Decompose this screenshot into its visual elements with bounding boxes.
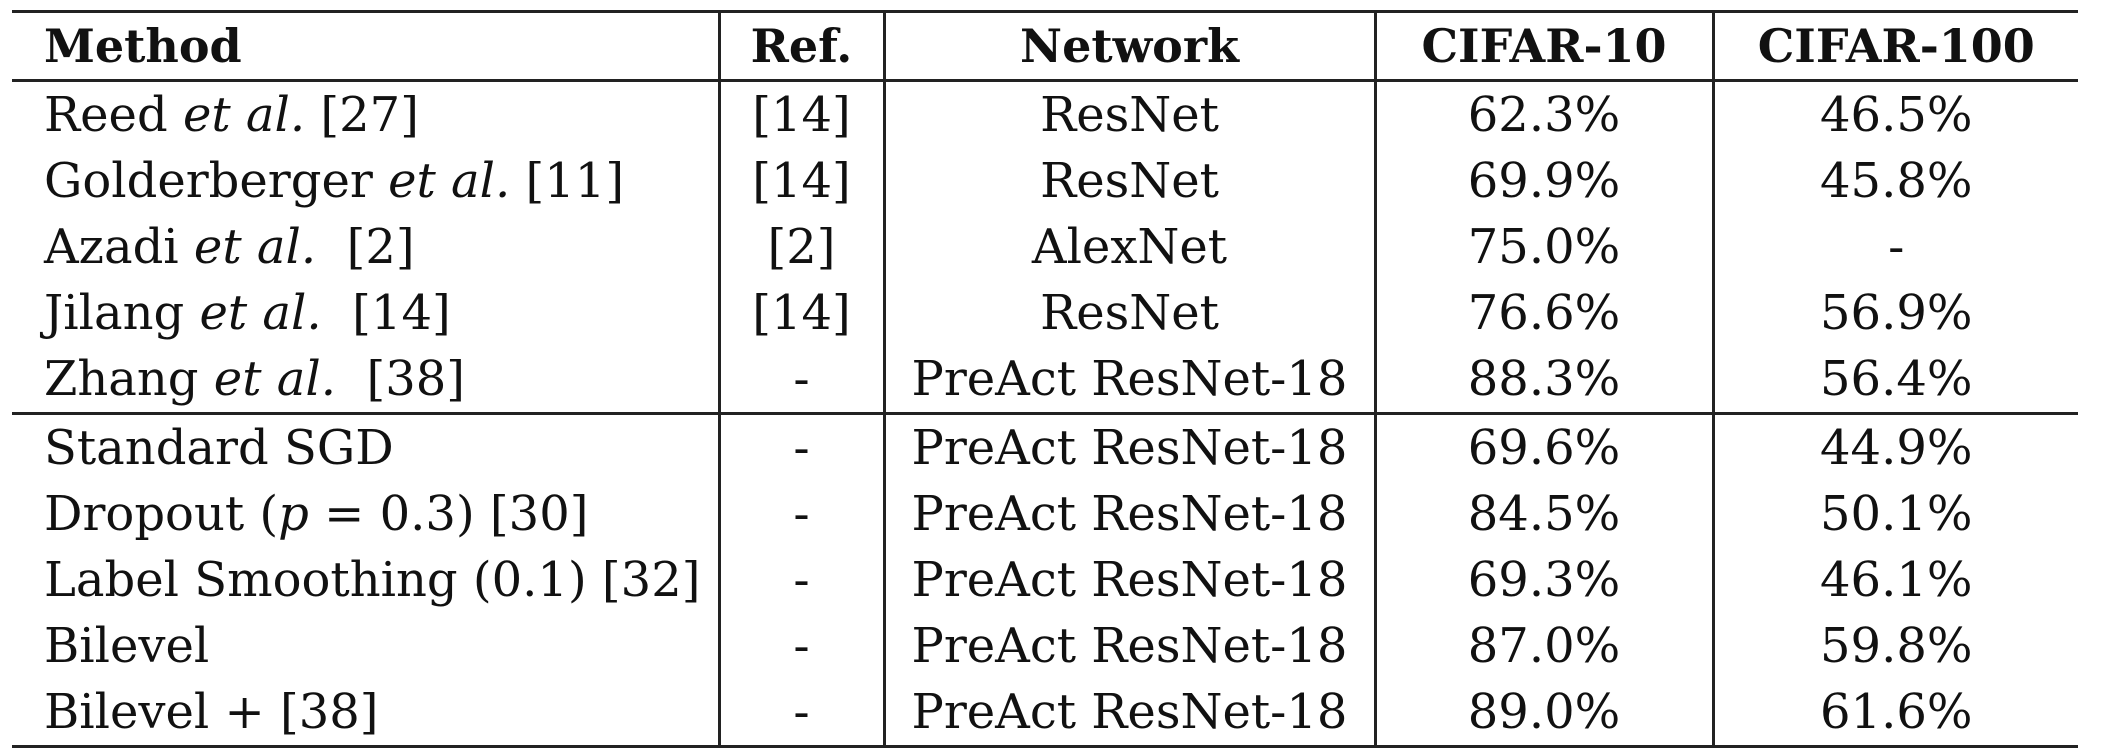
results-table-container: Method Ref. Network CIFAR-10 CIFAR-100 R…	[12, 10, 2078, 748]
cell-network: AlexNet	[884, 214, 1377, 280]
cell-cifar10: 76.6%	[1375, 280, 1715, 346]
cell-ref: -	[719, 547, 886, 613]
results-table: Method Ref. Network CIFAR-10 CIFAR-100 R…	[12, 10, 2078, 748]
method-name: Dropout (	[44, 486, 279, 542]
header-cifar10: CIFAR-10	[1375, 10, 1715, 82]
cell-network: PreAct ResNet-18	[884, 346, 1377, 414]
header-ref: Ref.	[719, 10, 886, 82]
cell-cifar100: 44.9%	[1713, 412, 2078, 481]
method-name: Zhang	[44, 351, 214, 407]
table-header-row: Method Ref. Network CIFAR-10 CIFAR-100	[12, 10, 2078, 82]
cell-ref: [14]	[719, 280, 886, 346]
method-italic-text: p	[278, 486, 309, 542]
cell-network: PreAct ResNet-18	[884, 412, 1377, 481]
method-name: Bilevel + [38]	[44, 684, 379, 740]
method-italic-text: et al.	[193, 219, 317, 275]
method-citation: [11]	[510, 153, 625, 209]
cell-cifar100: 46.1%	[1820, 552, 1973, 608]
cell-cifar10: 89.0%	[1375, 679, 1715, 748]
cell-method: Golderberger et al. [11]	[12, 148, 721, 214]
cell-method: Jilang et al. [14]	[12, 280, 721, 346]
method-name: Golderberger	[44, 153, 389, 209]
cell-cifar100: 50.1%	[1820, 486, 1973, 542]
table-row: Label Smoothing (0.1) [32]-PreAct ResNet…	[12, 547, 2078, 613]
cell-network: PreAct ResNet-18	[884, 547, 1377, 613]
cell-method: Standard SGD	[12, 412, 721, 481]
cell-cifar10: 88.3%	[1375, 346, 1715, 414]
cell-cifar10: 62.3%	[1375, 80, 1715, 148]
cell-cifar100: 45.8%	[1820, 153, 1973, 209]
cell-method: Azadi et al. [2]	[12, 214, 721, 280]
cell-network: ResNet	[884, 280, 1377, 346]
cell-ref: -	[719, 412, 886, 481]
method-italic-text: et al.	[182, 87, 306, 143]
cell-cifar100: 46.5%	[1820, 87, 1973, 143]
cell-cifar10: 69.9%	[1375, 148, 1715, 214]
method-name: Reed	[44, 87, 183, 143]
method-name: Standard SGD	[44, 420, 394, 476]
cell-cifar10: 75.0%	[1375, 214, 1715, 280]
method-name: Bilevel	[44, 618, 210, 674]
cell-ref: [2]	[719, 214, 886, 280]
cell-cifar100: 59.8%	[1820, 618, 1973, 674]
method-name: Azadi	[44, 219, 194, 275]
cell-ref: -	[719, 346, 886, 414]
cell-ref: -	[719, 679, 886, 748]
cell-network: ResNet	[884, 80, 1377, 148]
method-citation: = 0.3) [30]	[308, 486, 589, 542]
cell-method: Zhang et al. [38]	[12, 346, 721, 414]
cell-network: PreAct ResNet-18	[884, 679, 1377, 748]
header-network: Network	[884, 10, 1377, 82]
method-citation: [27]	[305, 87, 419, 143]
method-italic-text: et al.	[199, 285, 322, 341]
cell-cifar10: 69.3%	[1375, 547, 1715, 613]
cell-cifar10: 87.0%	[1375, 613, 1715, 679]
cell-cifar100: -	[1888, 219, 1905, 275]
method-italic-text: et al.	[213, 351, 336, 407]
cell-network: PreAct ResNet-18	[884, 613, 1377, 679]
cell-method: Dropout (p = 0.3) [30]	[12, 481, 721, 547]
header-cifar100: CIFAR-100	[1713, 10, 2078, 82]
cell-cifar100: 56.4%	[1820, 351, 1973, 407]
cell-method: Label Smoothing (0.1) [32]	[12, 547, 721, 613]
cell-method: Bilevel	[12, 613, 721, 679]
method-name: Jilang	[44, 285, 200, 341]
cell-ref: [14]	[719, 148, 886, 214]
method-citation: [38]	[335, 351, 466, 407]
cell-cifar100: 56.9%	[1820, 285, 1973, 341]
cell-network: ResNet	[884, 148, 1377, 214]
cell-method: Reed et al. [27]	[12, 80, 721, 148]
header-method: Method	[12, 10, 721, 82]
method-citation: [14]	[321, 285, 451, 341]
cell-network: PreAct ResNet-18	[884, 481, 1377, 547]
method-name: Label Smoothing (0.1) [32]	[44, 552, 701, 608]
cell-ref: [14]	[719, 80, 886, 148]
method-italic-text: et al.	[388, 153, 511, 209]
method-citation: [2]	[316, 219, 415, 275]
cell-cifar10: 69.6%	[1375, 412, 1715, 481]
cell-ref: -	[719, 481, 886, 547]
cell-ref: -	[719, 613, 886, 679]
cell-cifar10: 84.5%	[1375, 481, 1715, 547]
cell-cifar100: 61.6%	[1713, 679, 2078, 748]
cell-method: Bilevel + [38]	[12, 679, 721, 748]
